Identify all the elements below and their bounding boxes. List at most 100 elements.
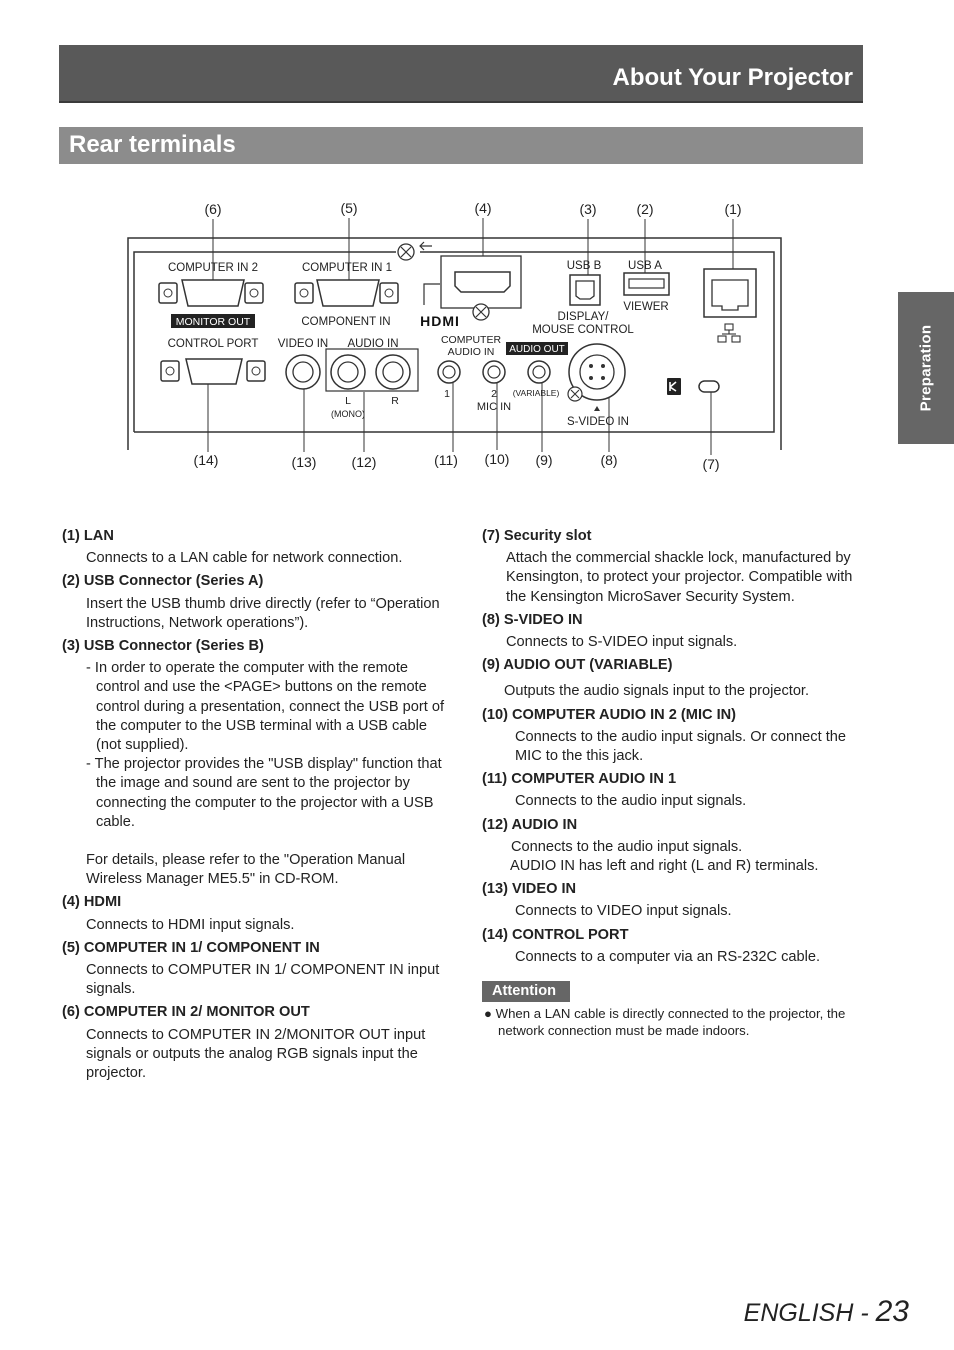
- callout-7: (7): [702, 456, 719, 472]
- section-header: Rear terminals: [59, 127, 863, 164]
- mic-in-jack: [482, 360, 506, 384]
- kensington-lock-icon: [667, 378, 681, 395]
- video-in-jack: [285, 354, 321, 390]
- label-mic-in: MIC IN: [477, 401, 511, 413]
- label-jack-2: 2: [491, 388, 497, 400]
- label-mouse-control: MOUSE CONTROL: [532, 324, 634, 336]
- term-usb-a: (2) USB Connector (Series A): [62, 573, 264, 590]
- label-audio-l: L: [345, 395, 351, 407]
- term-security-slot: (7) Security slot: [482, 528, 592, 544]
- label-audio-out: AUDIO OUT: [509, 344, 565, 355]
- attention-item: ● When a LAN cable is directly connected…: [484, 1006, 846, 1039]
- svideo-jack: [568, 343, 626, 401]
- desc-computer-audio-in-1: Connects to the audio input signals.: [515, 793, 747, 810]
- usb-b-bullet-1: - In order to operate the computer with …: [86, 660, 445, 754]
- term-audio-out: (9) AUDIO OUT (VARIABLE): [482, 657, 673, 674]
- term-computer-audio-in-2: (10) COMPUTER AUDIO IN 2 (MIC IN): [482, 706, 737, 723]
- desc-security-slot: Attach the commercial shackle lock, manu…: [506, 550, 853, 605]
- callout-4: (4): [474, 200, 491, 216]
- label-monitor-out: MONITOR OUT: [176, 316, 251, 328]
- label-usb-a: USB A: [628, 260, 662, 272]
- label-audio-r: R: [391, 395, 399, 407]
- page-number: 23: [875, 1295, 909, 1328]
- term-usb-b: (3) USB Connector (Series B): [62, 638, 264, 655]
- security-slot: [698, 380, 720, 393]
- desc-hdmi: Connects to HDMI input signals.: [86, 916, 295, 933]
- callout-11: (11): [434, 452, 458, 468]
- term-control-port: (14) CONTROL PORT: [482, 926, 629, 943]
- label-mono: (MONO): [331, 409, 365, 419]
- attention-text: When a LAN cable is directly connected t…: [495, 1006, 846, 1039]
- label-audio-in-pc: AUDIO IN: [448, 346, 495, 358]
- audio-out-jack: [527, 360, 551, 384]
- callout-1: (1): [724, 201, 741, 217]
- term-computer-in-2: (6) COMPUTER IN 2/ MONITOR OUT: [62, 1004, 310, 1021]
- term-svideo-in: (8) S-VIDEO IN: [482, 611, 583, 628]
- desc-lan: Connects to a LAN cable for network conn…: [86, 550, 403, 567]
- label-audio-in: AUDIO IN: [347, 338, 398, 350]
- usb-b-port: [569, 274, 601, 306]
- term-hdmi: (4) HDMI: [62, 894, 122, 911]
- audio-out-badge: [506, 342, 568, 355]
- audio-in-l-jack: [330, 354, 366, 390]
- term-computer-in-1: (5) COMPUTER IN 1/ COMPONENT IN: [62, 939, 320, 956]
- network-icon: [717, 323, 741, 343]
- label-control-port: CONTROL PORT: [168, 338, 259, 350]
- callout-10: (10): [485, 451, 510, 467]
- term-video-in: (13) VIDEO IN: [482, 881, 577, 898]
- vga-port-1: [316, 279, 380, 307]
- usb-b-bullet-2: - The projector provides the "USB displa…: [86, 756, 442, 830]
- desc-computer-in-1: Connects to COMPUTER IN 1/ COMPONENT IN …: [86, 962, 440, 998]
- callout-12: (12): [352, 454, 377, 470]
- attention-badge: Attention: [482, 981, 571, 1003]
- arrow-left-icon: [419, 241, 432, 251]
- callout-14: (14): [194, 452, 219, 468]
- usb-a-port: [623, 272, 670, 296]
- computer-audio-in-1-jack: [437, 360, 461, 384]
- label-computer-in-1: COMPUTER IN 1: [302, 262, 392, 274]
- callout-13: (13): [292, 454, 317, 470]
- chapter-header: About Your Projector: [59, 45, 863, 103]
- callout-2: (2): [636, 201, 653, 217]
- callout-3: (3): [579, 201, 596, 217]
- desc-control-port: Connects to a computer via an RS-232C ca…: [515, 948, 821, 965]
- hdmi-port: [454, 271, 511, 293]
- label-jack-1: 1: [444, 388, 450, 400]
- label-usb-b: USB B: [567, 260, 602, 272]
- chapter-title: About Your Projector: [612, 64, 853, 91]
- panel-inner-outline: [133, 251, 775, 433]
- term-computer-audio-in-1: (11) COMPUTER AUDIO IN 1: [482, 771, 677, 788]
- label-video-in: VIDEO IN: [278, 338, 328, 350]
- desc-audio-out: Outputs the audio signals input to the p…: [504, 683, 810, 700]
- lan-port: [703, 268, 757, 318]
- right-column: (7) Security slot Attach the commercial …: [482, 527, 874, 1039]
- callout-9: (9): [535, 452, 552, 468]
- callout-5: (5): [340, 200, 357, 216]
- monitor-out-badge: [171, 314, 255, 328]
- side-tab-preparation: Preparation: [898, 292, 954, 444]
- audio-in-r-jack: [375, 354, 411, 390]
- panel-outline: [127, 237, 782, 450]
- desc-svideo-in: Connects to S-VIDEO input signals.: [506, 634, 738, 651]
- rs232c-port: [185, 358, 243, 385]
- desc-usb-a: Insert the USB thumb drive directly (ref…: [86, 595, 440, 631]
- desc-computer-audio-in-2: Connects to the audio input signals. Or …: [515, 728, 846, 765]
- label-viewer: VIEWER: [623, 301, 668, 313]
- label-display: DISPLAY/: [558, 311, 610, 323]
- label-component-in: COMPONENT IN: [301, 316, 390, 328]
- term-audio-in: (12) AUDIO IN: [482, 816, 578, 833]
- page-footer: ENGLISH - 23: [744, 1295, 909, 1329]
- usb-b-note: For details, please refer to the "Operat…: [86, 852, 406, 888]
- label-svideo-in: S-VIDEO IN: [567, 416, 629, 428]
- callout-8: (8): [600, 452, 617, 468]
- desc-audio-in: Connects to the audio input signals.: [511, 838, 743, 855]
- label-variable: (VARIABLE): [513, 388, 560, 398]
- label-computer-in-2: COMPUTER IN 2: [168, 262, 258, 274]
- term-lan: (1) LAN: [62, 528, 114, 544]
- desc-computer-in-2: Connects to COMPUTER IN 2/MONITOR OUT in…: [86, 1026, 426, 1082]
- section-title: Rear terminals: [69, 131, 236, 158]
- desc-audio-in-2: AUDIO IN has left and right (L and R) te…: [510, 858, 819, 875]
- rear-terminals-diagram: (6) (5) (4) (3) (2) (1) (14) (13) (12) (…: [127, 200, 782, 472]
- vga-port-2: [181, 279, 245, 307]
- footer-language: ENGLISH -: [743, 1299, 876, 1327]
